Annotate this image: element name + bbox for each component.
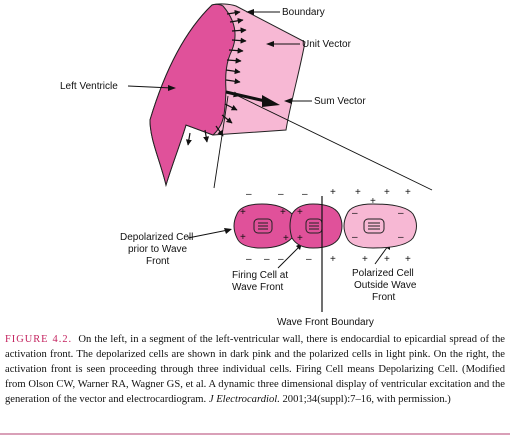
sum-vector-shaft bbox=[225, 90, 266, 103]
polarized-cell-nucleus bbox=[363, 218, 385, 234]
unit-vector-arrow bbox=[221, 114, 233, 124]
unit-vector-arrow bbox=[231, 27, 247, 34]
depolarized-cell-nucleus bbox=[253, 218, 273, 234]
left-ventricle-arrowhead bbox=[168, 85, 176, 91]
plus-sign: + bbox=[240, 232, 246, 243]
minus-sign: – bbox=[278, 189, 284, 200]
bottom-divider bbox=[0, 433, 510, 435]
plus-sign: + bbox=[330, 254, 336, 265]
polarized-cell-label-line: Outside Wave bbox=[354, 280, 417, 291]
sum-vector bbox=[225, 90, 280, 107]
minus-sign: – bbox=[302, 189, 308, 200]
plus-sign: + bbox=[240, 207, 246, 218]
plus-sign: + bbox=[370, 196, 376, 207]
polarized-cell-leader bbox=[374, 245, 389, 265]
unit-vector-arrow bbox=[185, 132, 192, 146]
polarized-cell-label-line: Polarized Cell bbox=[352, 268, 414, 279]
minus-sign: – bbox=[306, 254, 312, 265]
firing-cell-leader bbox=[277, 245, 301, 269]
minus-sign: – bbox=[264, 254, 270, 265]
depolarized-cell-label-line: Front bbox=[146, 256, 170, 267]
depolarized-cell-label: Depolarized Cell prior to Wave Front bbox=[120, 232, 196, 267]
unit-vector-arrow bbox=[225, 68, 241, 75]
plus-sign: + bbox=[355, 187, 361, 198]
charge-signs: – – – + + + + + + + + + + + – – – – – – … bbox=[240, 187, 411, 265]
figure-label: FIGURE 4.2. bbox=[5, 334, 73, 345]
sum-vector-head bbox=[262, 95, 280, 107]
minus-sign: – bbox=[398, 232, 404, 243]
polarized-cell bbox=[343, 203, 417, 249]
unit-vector-arrow bbox=[228, 47, 244, 54]
plus-sign: + bbox=[362, 254, 368, 265]
depolarized-cell-label-line: Depolarized Cell bbox=[120, 232, 193, 243]
firing-cell-label: Firing Cell at Wave Front bbox=[232, 270, 291, 293]
unit-vector-label: Unit Vector bbox=[302, 39, 352, 50]
ventricle-wall-segment bbox=[149, 3, 306, 187]
sum-vector-label-arrowhead bbox=[284, 98, 292, 104]
unit-vector-arrowhead bbox=[266, 41, 274, 47]
plus-sign: + bbox=[283, 233, 289, 244]
unit-vector-arrow bbox=[229, 17, 244, 24]
plus-sign: + bbox=[280, 207, 286, 218]
wave-front-boundary-label: Wave Front Boundary bbox=[277, 317, 374, 328]
unit-vector-arrow bbox=[226, 57, 242, 64]
plus-sign: + bbox=[405, 187, 411, 198]
unit-vector-arrow bbox=[203, 129, 210, 143]
depolarized-wall-region bbox=[149, 3, 236, 187]
depolarized-cell-arrowhead bbox=[224, 228, 232, 234]
cell-strip bbox=[233, 196, 417, 312]
caption-citation: 2001;34(suppl):7–16, with permission.) bbox=[282, 394, 451, 405]
zoom-line-right bbox=[233, 93, 433, 191]
minus-sign: – bbox=[398, 208, 404, 219]
caption-text: On the left, in a segment of the left-ve… bbox=[5, 334, 506, 405]
unit-vector-arrow bbox=[226, 9, 241, 16]
sum-vector-label: Sum Vector bbox=[314, 96, 366, 107]
plus-sign: + bbox=[297, 233, 303, 244]
zoom-lines bbox=[213, 93, 433, 191]
plus-sign: + bbox=[297, 207, 303, 218]
minus-sign: – bbox=[246, 189, 252, 200]
minus-sign: – bbox=[352, 208, 358, 219]
plus-sign: + bbox=[384, 187, 390, 198]
unit-vector-arrow bbox=[231, 37, 247, 44]
figure-caption: FIGURE 4.2. On the left, in a segment of… bbox=[5, 332, 505, 407]
minus-sign: – bbox=[278, 254, 284, 265]
boundary-label: Boundary bbox=[282, 7, 325, 18]
firing-cell-label-line: Firing Cell at bbox=[232, 270, 288, 281]
depolarized-cell-leader bbox=[187, 229, 229, 239]
boundary-arrowhead bbox=[246, 9, 254, 15]
zoom-line-left bbox=[213, 95, 229, 189]
firing-cell-label-line: Wave Front bbox=[232, 282, 284, 293]
minus-sign: – bbox=[352, 232, 358, 243]
polarized-cell-label: Polarized Cell Outside Wave Front bbox=[352, 268, 419, 303]
journal-name: J Electrocardiol. bbox=[208, 394, 280, 405]
minus-sign: – bbox=[246, 254, 252, 265]
plus-sign: + bbox=[405, 254, 411, 265]
left-ventricle-leader bbox=[127, 85, 173, 89]
polarized-cell-label-line: Front bbox=[372, 292, 396, 303]
ventricular-activation-diagram: – – – + + + + + + + + + + + – – – – – – … bbox=[60, 3, 433, 328]
left-ventricle-label: Left Ventricle bbox=[60, 81, 118, 92]
unit-vector-arrow bbox=[225, 78, 241, 85]
plus-sign: + bbox=[330, 187, 336, 198]
plus-sign: + bbox=[384, 254, 390, 265]
leader-arrowheads bbox=[168, 9, 390, 250]
depolarized-cell-label-line: prior to Wave bbox=[128, 244, 188, 255]
